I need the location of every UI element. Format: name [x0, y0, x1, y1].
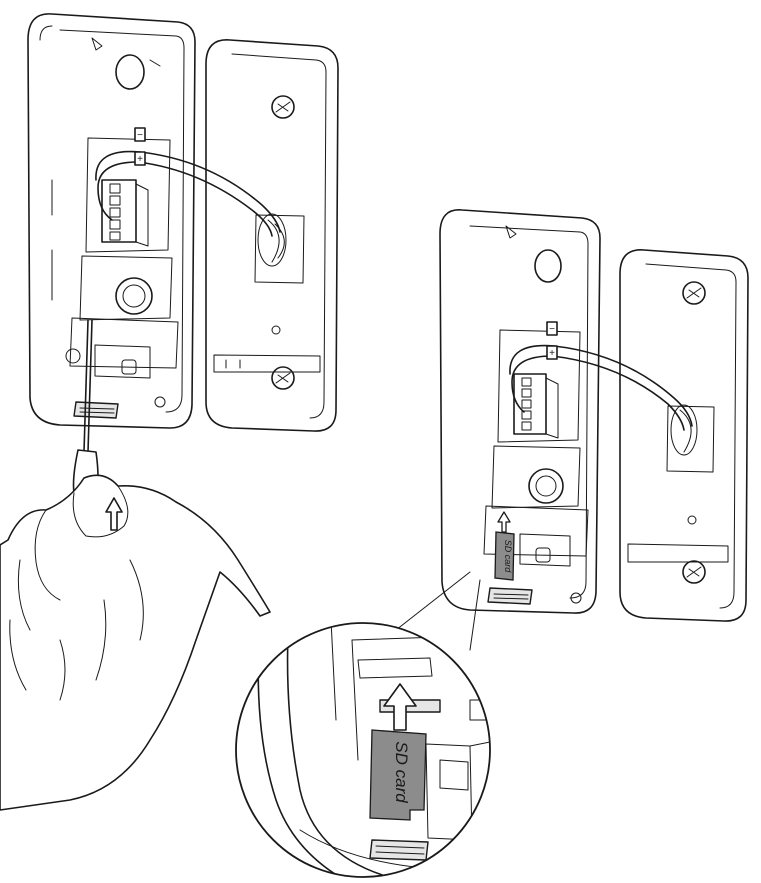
wire-label-minus-right: −	[549, 324, 555, 335]
callout-line	[469, 579, 481, 651]
arrow-up-icon	[105, 497, 123, 531]
wire-label-minus: −	[137, 130, 143, 141]
screw-icon	[682, 560, 706, 584]
callout-line	[395, 571, 471, 631]
wire-label-plus-right: +	[549, 348, 555, 359]
arrow-up-icon	[383, 683, 417, 731]
magnifier-callout-icon: SD card	[235, 622, 491, 878]
sd-card-icon: SD card	[369, 729, 427, 821]
wire-tag-plus	[134, 151, 146, 166]
arrow-up-icon	[497, 511, 511, 533]
left-doorbell-unit	[27, 13, 196, 429]
right-doorbell-unit: SD card	[439, 209, 601, 614]
speaker-grille	[487, 587, 533, 605]
sd-card-label-small: SD card	[503, 540, 513, 574]
wire-label-plus: +	[137, 154, 143, 165]
camera-lens	[115, 277, 153, 315]
hand-icon	[0, 474, 271, 811]
right-wires: − +	[509, 321, 693, 431]
wire-tag-minus	[134, 127, 146, 142]
right-front-cover	[619, 249, 749, 622]
sd-card-icon: SD card	[494, 531, 515, 581]
left-wires: − +	[95, 127, 281, 237]
hang-hole	[115, 54, 145, 90]
terminal-block	[513, 373, 559, 439]
sd-card-label-large: SD card	[392, 741, 411, 803]
screw-icon	[271, 366, 295, 390]
terminal-block	[101, 179, 149, 247]
screw-icon	[682, 281, 706, 305]
screw-icon	[271, 95, 295, 119]
speaker-grille	[73, 401, 119, 419]
